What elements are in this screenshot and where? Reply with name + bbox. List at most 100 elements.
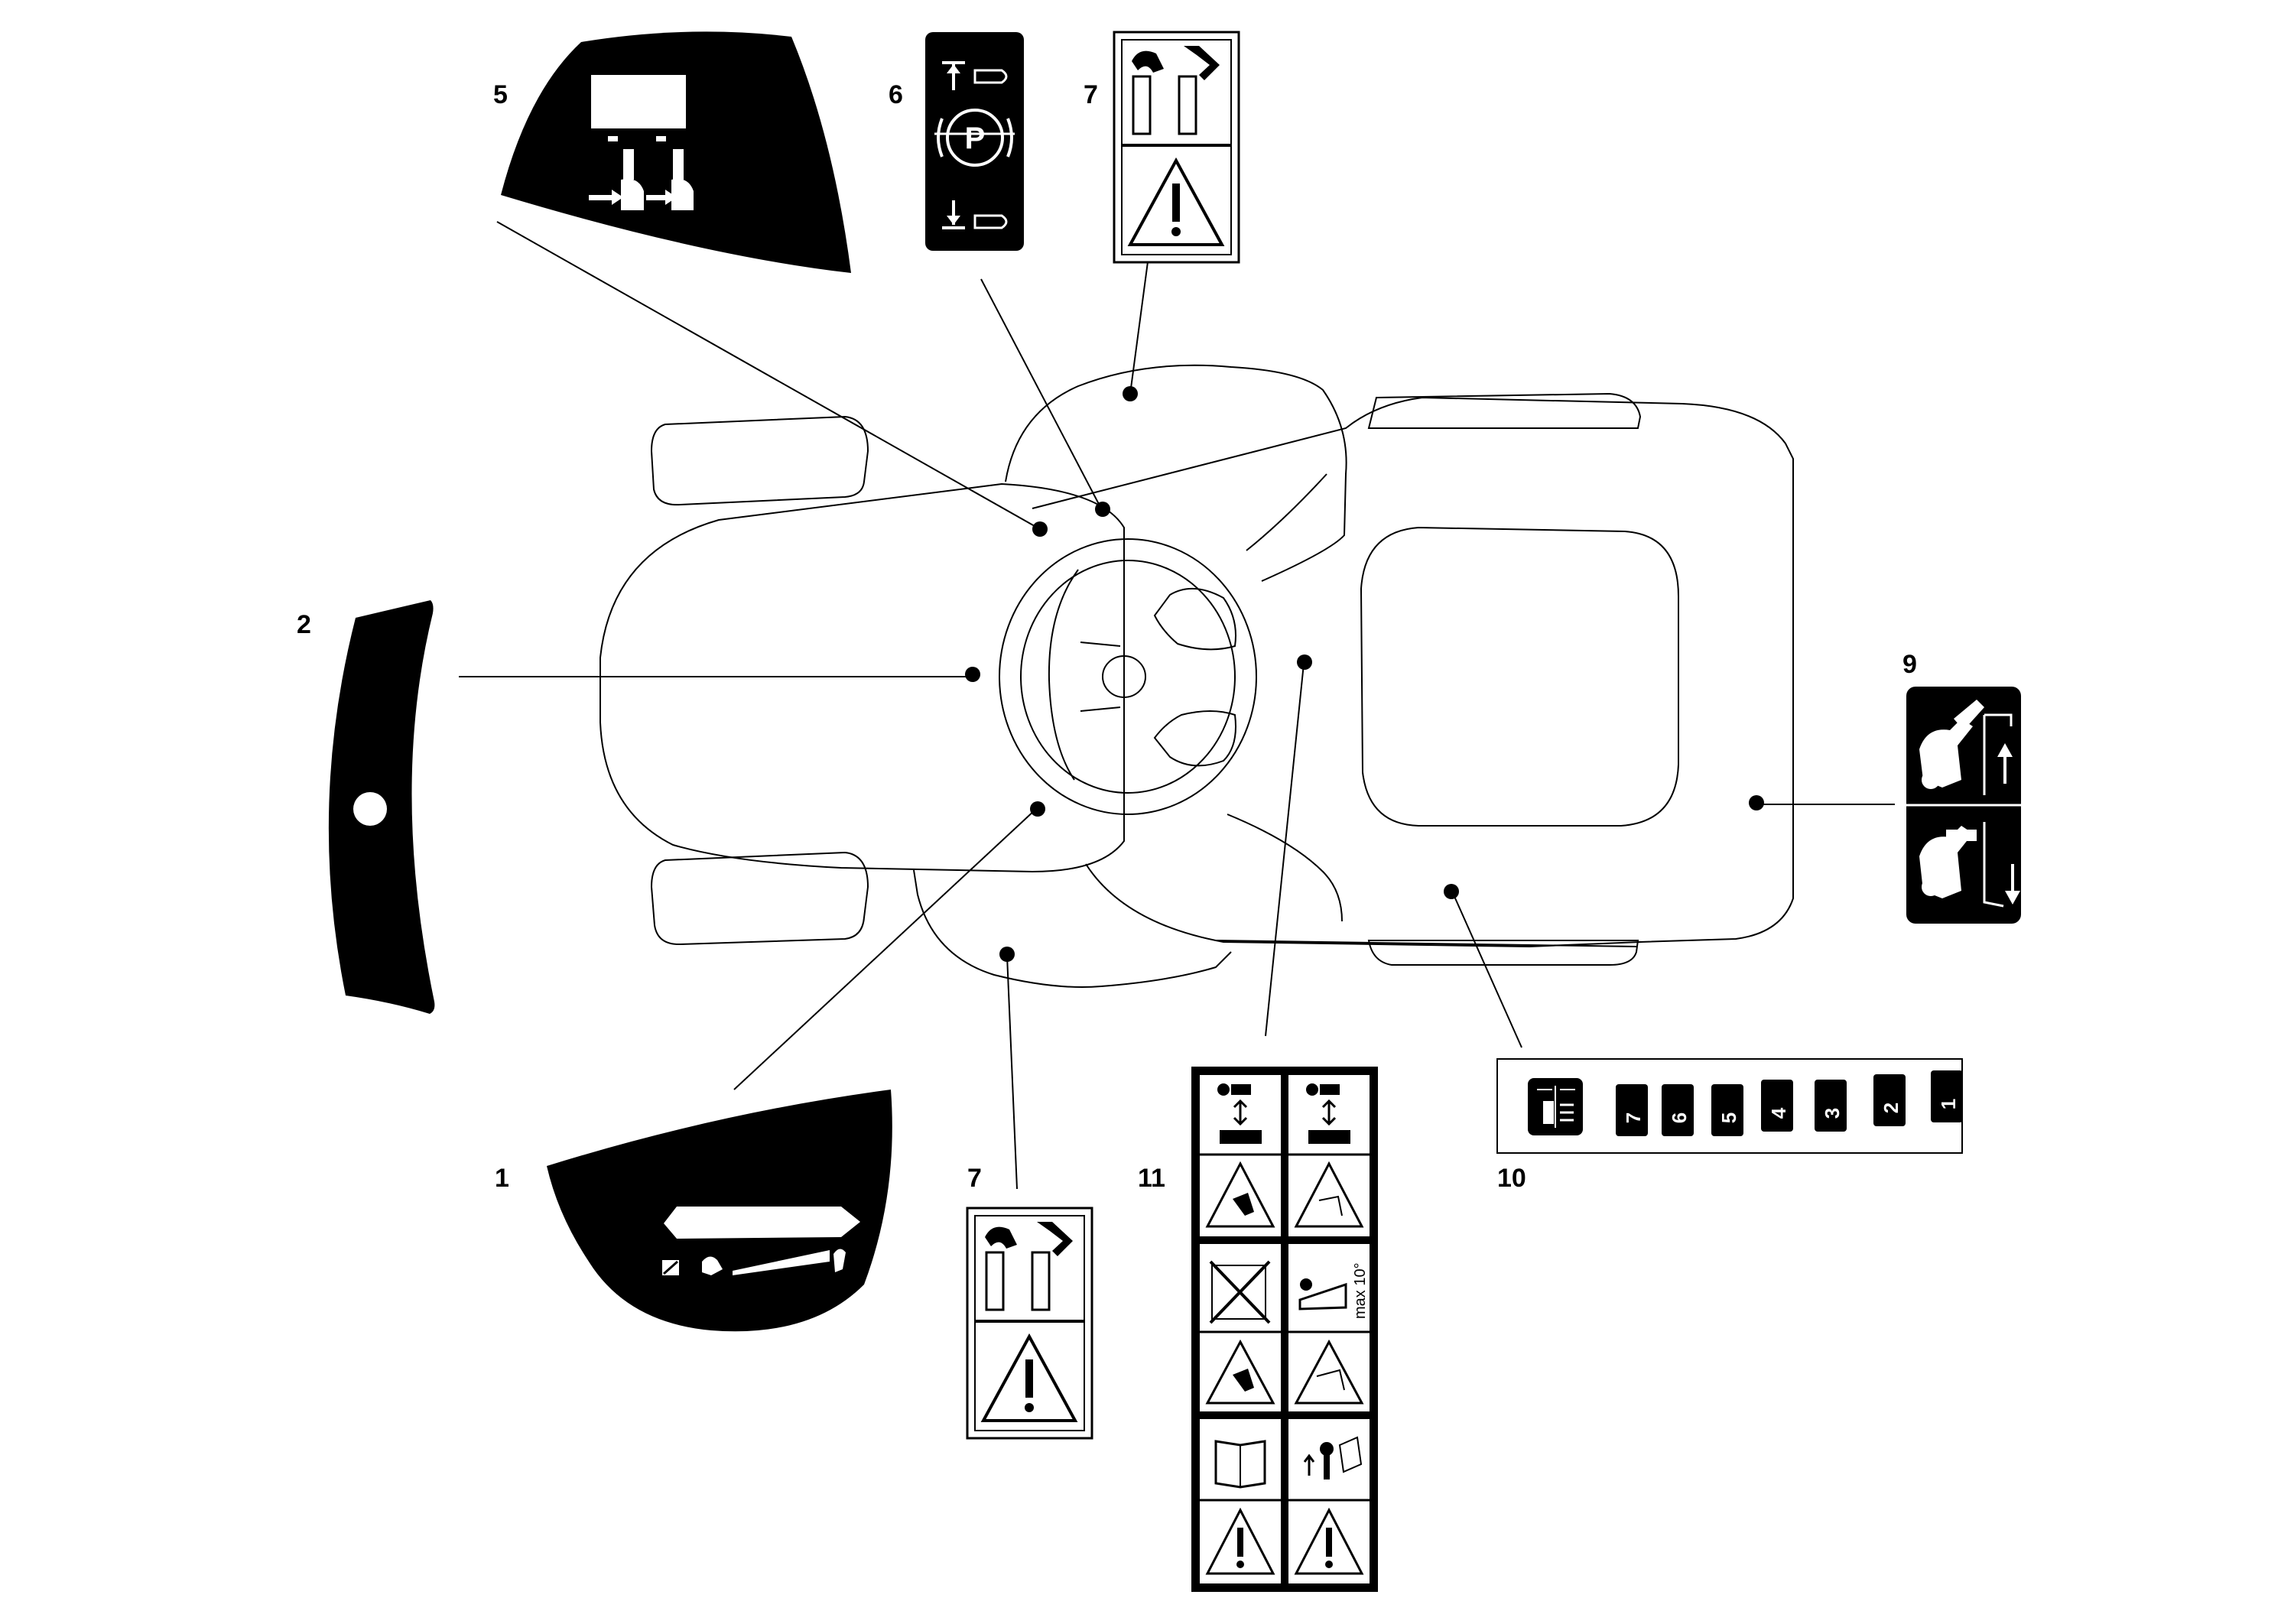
- leader-5: [496, 221, 1041, 530]
- leader-7-top: [1129, 255, 1149, 395]
- decal-5: [501, 31, 851, 273]
- steering-wheel-inner: [1020, 560, 1236, 794]
- person-icon: [1217, 1083, 1262, 1144]
- steering-hub: [1102, 655, 1146, 698]
- warning-triangle-icon: [1294, 1339, 1364, 1405]
- arrow-down-icon: [942, 200, 965, 229]
- warning-triangle-icon: [1294, 1161, 1364, 1228]
- dot-7-top: [1123, 386, 1138, 401]
- svg-text:1: 1: [1937, 1099, 1960, 1109]
- tractor-outline: [599, 364, 1794, 988]
- gear-position-1: 1: [1931, 1070, 1963, 1122]
- front-wheel-top: [650, 415, 869, 506]
- decal-6: P: [925, 32, 1024, 251]
- dot-10: [1444, 884, 1459, 899]
- gear-position-3: 3: [1815, 1080, 1847, 1132]
- pedal-icon: [973, 69, 1008, 229]
- warning-triangle-icon: [1205, 1161, 1275, 1228]
- location-dots: [965, 386, 1764, 962]
- decal-7-top: [1113, 31, 1240, 264]
- rear-wheel-top: [1367, 392, 1642, 429]
- dot-9: [1749, 795, 1764, 810]
- person-icon: [1306, 1083, 1350, 1144]
- gear-position-2: 2: [1873, 1074, 1906, 1126]
- steering-wheel-rim-detail: [1048, 569, 1079, 781]
- dot-1: [1030, 801, 1045, 817]
- label-9: 9: [1902, 650, 1917, 679]
- leader-lines: [459, 221, 1895, 1190]
- ignition-hole: [353, 792, 387, 826]
- part-labels: 5 6 7 2 9 1 7 11 10: [297, 80, 1917, 1193]
- throttle-wedge-icon: [733, 1250, 830, 1275]
- lever-raised-icon: [1919, 700, 2013, 795]
- hood: [599, 482, 1125, 873]
- label-7-bottom: 7: [967, 1164, 982, 1193]
- label-2: 2: [297, 610, 311, 639]
- decal-7-bottom: [966, 1207, 1093, 1440]
- decal-10: 7 6 5 4 3 2 1: [1496, 1058, 1963, 1154]
- chassis-lower-edge: [1215, 940, 1637, 947]
- no-passenger-icon: [1209, 1260, 1271, 1324]
- seat: [1360, 526, 1679, 827]
- svg-text:2: 2: [1880, 1103, 1902, 1113]
- chassis-body: [1032, 396, 1794, 948]
- warning-triangle-icon: [1294, 1507, 1364, 1575]
- decal-11: max 10°: [1191, 1067, 1378, 1592]
- chassis-side-bottom: [1227, 814, 1343, 922]
- parking-letter: P: [965, 122, 986, 155]
- rear-wheel-bottom: [1367, 940, 1639, 966]
- arrow-up-icon: [1997, 743, 2013, 784]
- leader-10: [1452, 892, 1522, 1048]
- turtle-icon: [702, 1256, 723, 1275]
- leader-1: [733, 808, 1037, 1090]
- gear-position-7: 7: [1616, 1084, 1648, 1136]
- leader-6: [980, 278, 1102, 509]
- pedal-icon: [985, 1222, 1073, 1311]
- decal-1: [547, 1090, 892, 1332]
- chassis-side-top: [1246, 473, 1327, 551]
- manual-book-icon: [1214, 1440, 1266, 1489]
- choke-icon: [662, 1260, 679, 1275]
- fender-front-top: [1005, 364, 1347, 582]
- svg-text:7: 7: [1622, 1112, 1645, 1123]
- gear-position-5: 5: [1711, 1084, 1743, 1136]
- warning-triangle-icon: [1205, 1339, 1275, 1405]
- svg-text:3: 3: [1821, 1108, 1844, 1119]
- key-icon: [1303, 1436, 1363, 1479]
- label-1: 1: [495, 1164, 509, 1193]
- label-7-top: 7: [1084, 80, 1098, 109]
- svg-text:6: 6: [1668, 1112, 1691, 1123]
- label-11: 11: [1138, 1164, 1165, 1193]
- front-wheel-bottom: [650, 851, 869, 946]
- label-5: 5: [493, 80, 508, 109]
- arrow-up-icon: [942, 61, 965, 90]
- leader-11: [1265, 663, 1305, 1037]
- dot-2: [965, 667, 980, 682]
- steering-spoke-left: [1080, 641, 1121, 712]
- dot-5: [1032, 521, 1048, 537]
- slope-icon: max 10°: [1298, 1262, 1369, 1319]
- svg-text:5: 5: [1717, 1112, 1740, 1123]
- steering-spoke-bottom: [1153, 710, 1236, 767]
- leader-7-bottom: [1006, 955, 1018, 1190]
- decal-9: [1906, 687, 2021, 924]
- parking-brake-icon: P: [937, 109, 1013, 167]
- lever-lowered-icon: [1919, 822, 2004, 908]
- label-10: 10: [1497, 1164, 1526, 1193]
- steering-spoke-top: [1153, 587, 1236, 651]
- svg-text:4: 4: [1767, 1107, 1790, 1119]
- gear-position-6: 6: [1662, 1084, 1694, 1136]
- tilt-text: max 10°: [1352, 1262, 1369, 1319]
- gear-position-4: 4: [1761, 1080, 1793, 1132]
- warning-triangle-icon: [1205, 1507, 1275, 1575]
- rabbit-icon: [833, 1249, 846, 1272]
- fender-front-bottom: [913, 869, 1232, 988]
- warning-triangle-icon: [1127, 157, 1225, 246]
- pedal-icon: [1132, 46, 1220, 135]
- dot-6: [1095, 502, 1110, 517]
- label-6: 6: [889, 80, 903, 109]
- steering-wheel-outer: [999, 538, 1257, 815]
- pedal-icon: [589, 136, 694, 210]
- dot-7-bottom: [999, 947, 1015, 962]
